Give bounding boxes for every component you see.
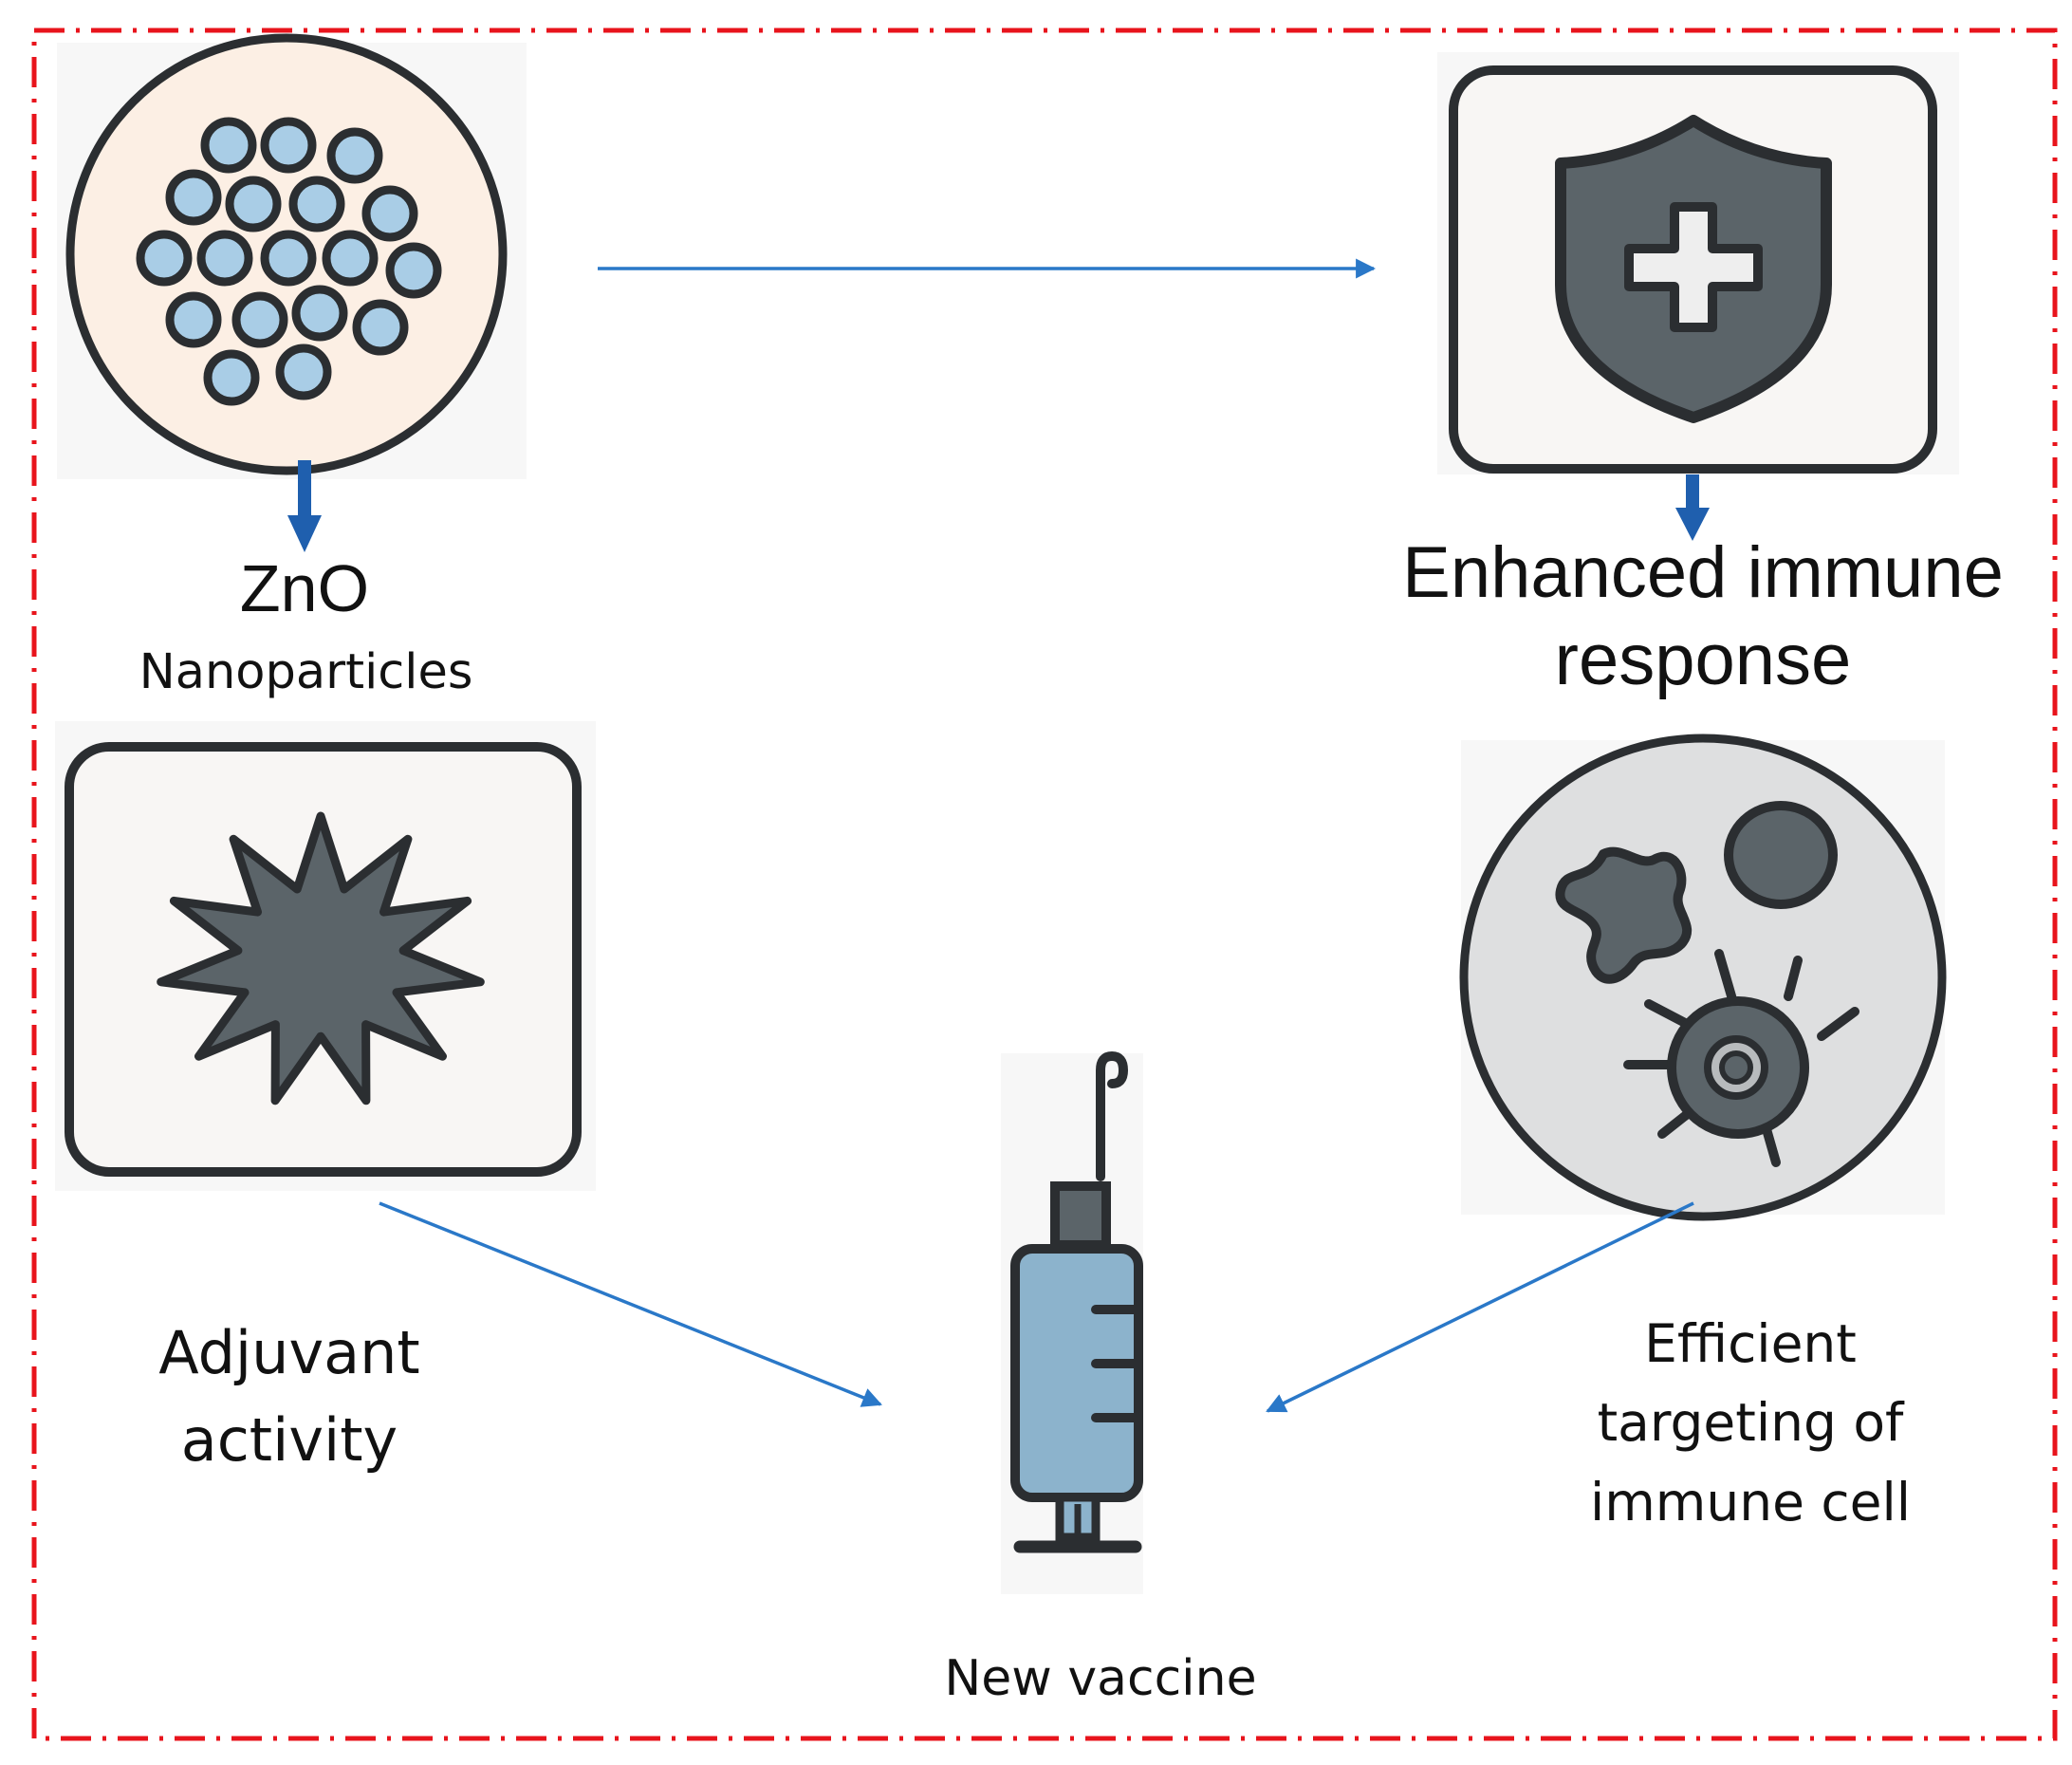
nanoparticle-dot (225, 176, 282, 232)
nanoparticle-dot (326, 127, 383, 184)
syringe-icon (1001, 1050, 1143, 1594)
efficient-label: Efficient (1644, 1313, 1857, 1374)
starburst-icon (55, 721, 596, 1191)
nanoparticle-dot (203, 349, 260, 406)
shield-plus-icon (1437, 52, 1959, 474)
nanoparticle-dot (165, 291, 222, 348)
dashed-border (31, 28, 2058, 1741)
targeting-of-label: targeting of (1597, 1392, 1904, 1453)
nanoparticle-dot (231, 291, 288, 348)
zno-label: ZnO (239, 551, 370, 625)
immune-cells-icon (1459, 734, 1947, 1221)
nanoparticle-dot (275, 344, 332, 400)
nanoparticle-dot (291, 285, 348, 342)
nanoparticles-label: Nanoparticles (139, 644, 473, 700)
immune-cell-label: immune cell (1589, 1472, 1912, 1533)
arrow-adjuvant-to-vaccine (379, 1201, 882, 1407)
nanoparticle-dot (165, 169, 222, 226)
enhanced-immune-label: Enhanced immune (1402, 532, 2004, 613)
nanoparticle-cluster-icon (57, 33, 527, 479)
nanoparticle-dot (322, 230, 379, 287)
nanoparticle-dot (260, 117, 317, 174)
new-vaccine-label: New vaccine (944, 1650, 1257, 1707)
nanoparticle-dot (200, 117, 257, 174)
nanoparticle-dot (385, 242, 442, 299)
nanoparticle-dot (361, 185, 418, 242)
enhanced-response-label: response (1554, 620, 1852, 700)
nanoparticle-dot (288, 176, 345, 232)
arrow-targeting-to-vaccine (1266, 1201, 1694, 1413)
nanoparticle-dot (260, 230, 317, 287)
nanoparticle-dot (352, 299, 409, 356)
shield-down-arrow (1675, 474, 1710, 541)
nanoparticle-dot (196, 230, 253, 287)
zno-down-arrow (287, 460, 322, 552)
activity-label: activity (180, 1405, 398, 1475)
nanoparticle-dot (136, 230, 193, 287)
adjuvant-label: Adjuvant (158, 1318, 420, 1387)
